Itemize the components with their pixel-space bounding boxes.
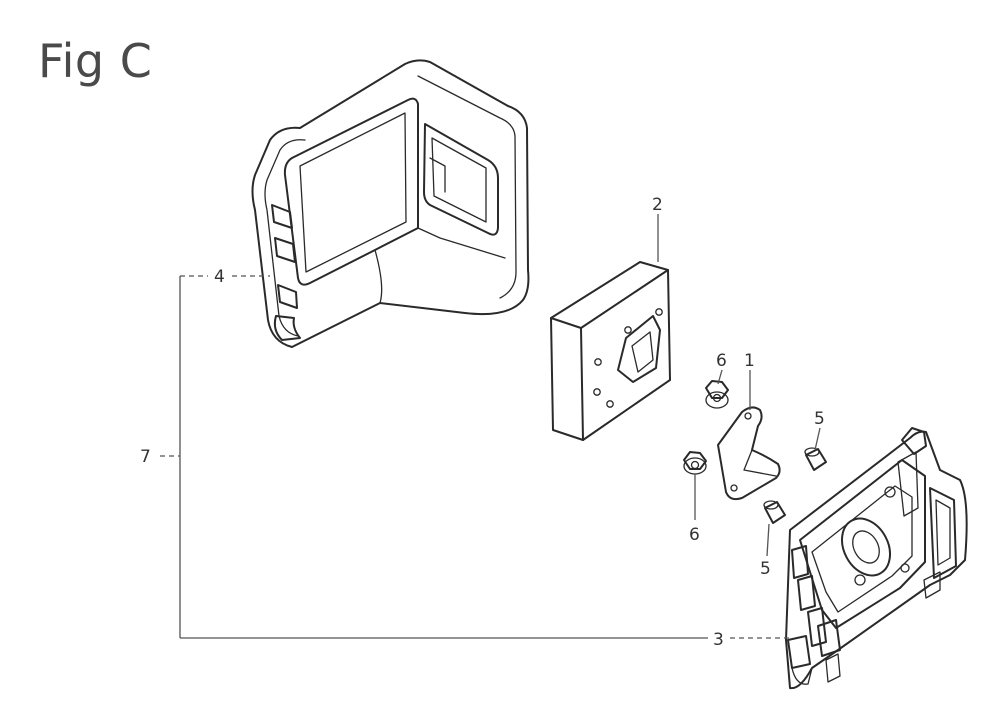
callout-6-upper: 6 xyxy=(716,351,727,371)
callout-1: 1 xyxy=(744,351,755,371)
nut-part-upper xyxy=(705,380,729,409)
nut-part-lower xyxy=(683,451,707,475)
callout-7: 7 xyxy=(140,447,151,467)
choke-plate-part xyxy=(717,406,781,501)
collar-part-lower xyxy=(763,500,786,524)
leader-6-upper xyxy=(717,369,723,385)
leader-5-upper xyxy=(814,427,821,451)
collar-part-upper xyxy=(804,447,827,471)
callout-6-lower: 6 xyxy=(689,525,700,545)
callout-labels: 2 4 6 1 5 7 6 5 3 xyxy=(140,195,825,650)
callout-5-lower: 5 xyxy=(760,559,771,579)
air-cleaner-case-part xyxy=(785,427,968,690)
callout-5-upper: 5 xyxy=(814,409,825,429)
callout-4: 4 xyxy=(214,267,225,287)
callout-2: 2 xyxy=(652,195,663,215)
leader-5-lower xyxy=(766,523,770,557)
leader-lines xyxy=(160,214,821,639)
air-filter-element-part xyxy=(550,261,671,441)
air-cleaner-cover-part xyxy=(251,59,530,348)
figure-title: Fig C xyxy=(38,34,153,88)
callout-3: 3 xyxy=(713,630,724,650)
